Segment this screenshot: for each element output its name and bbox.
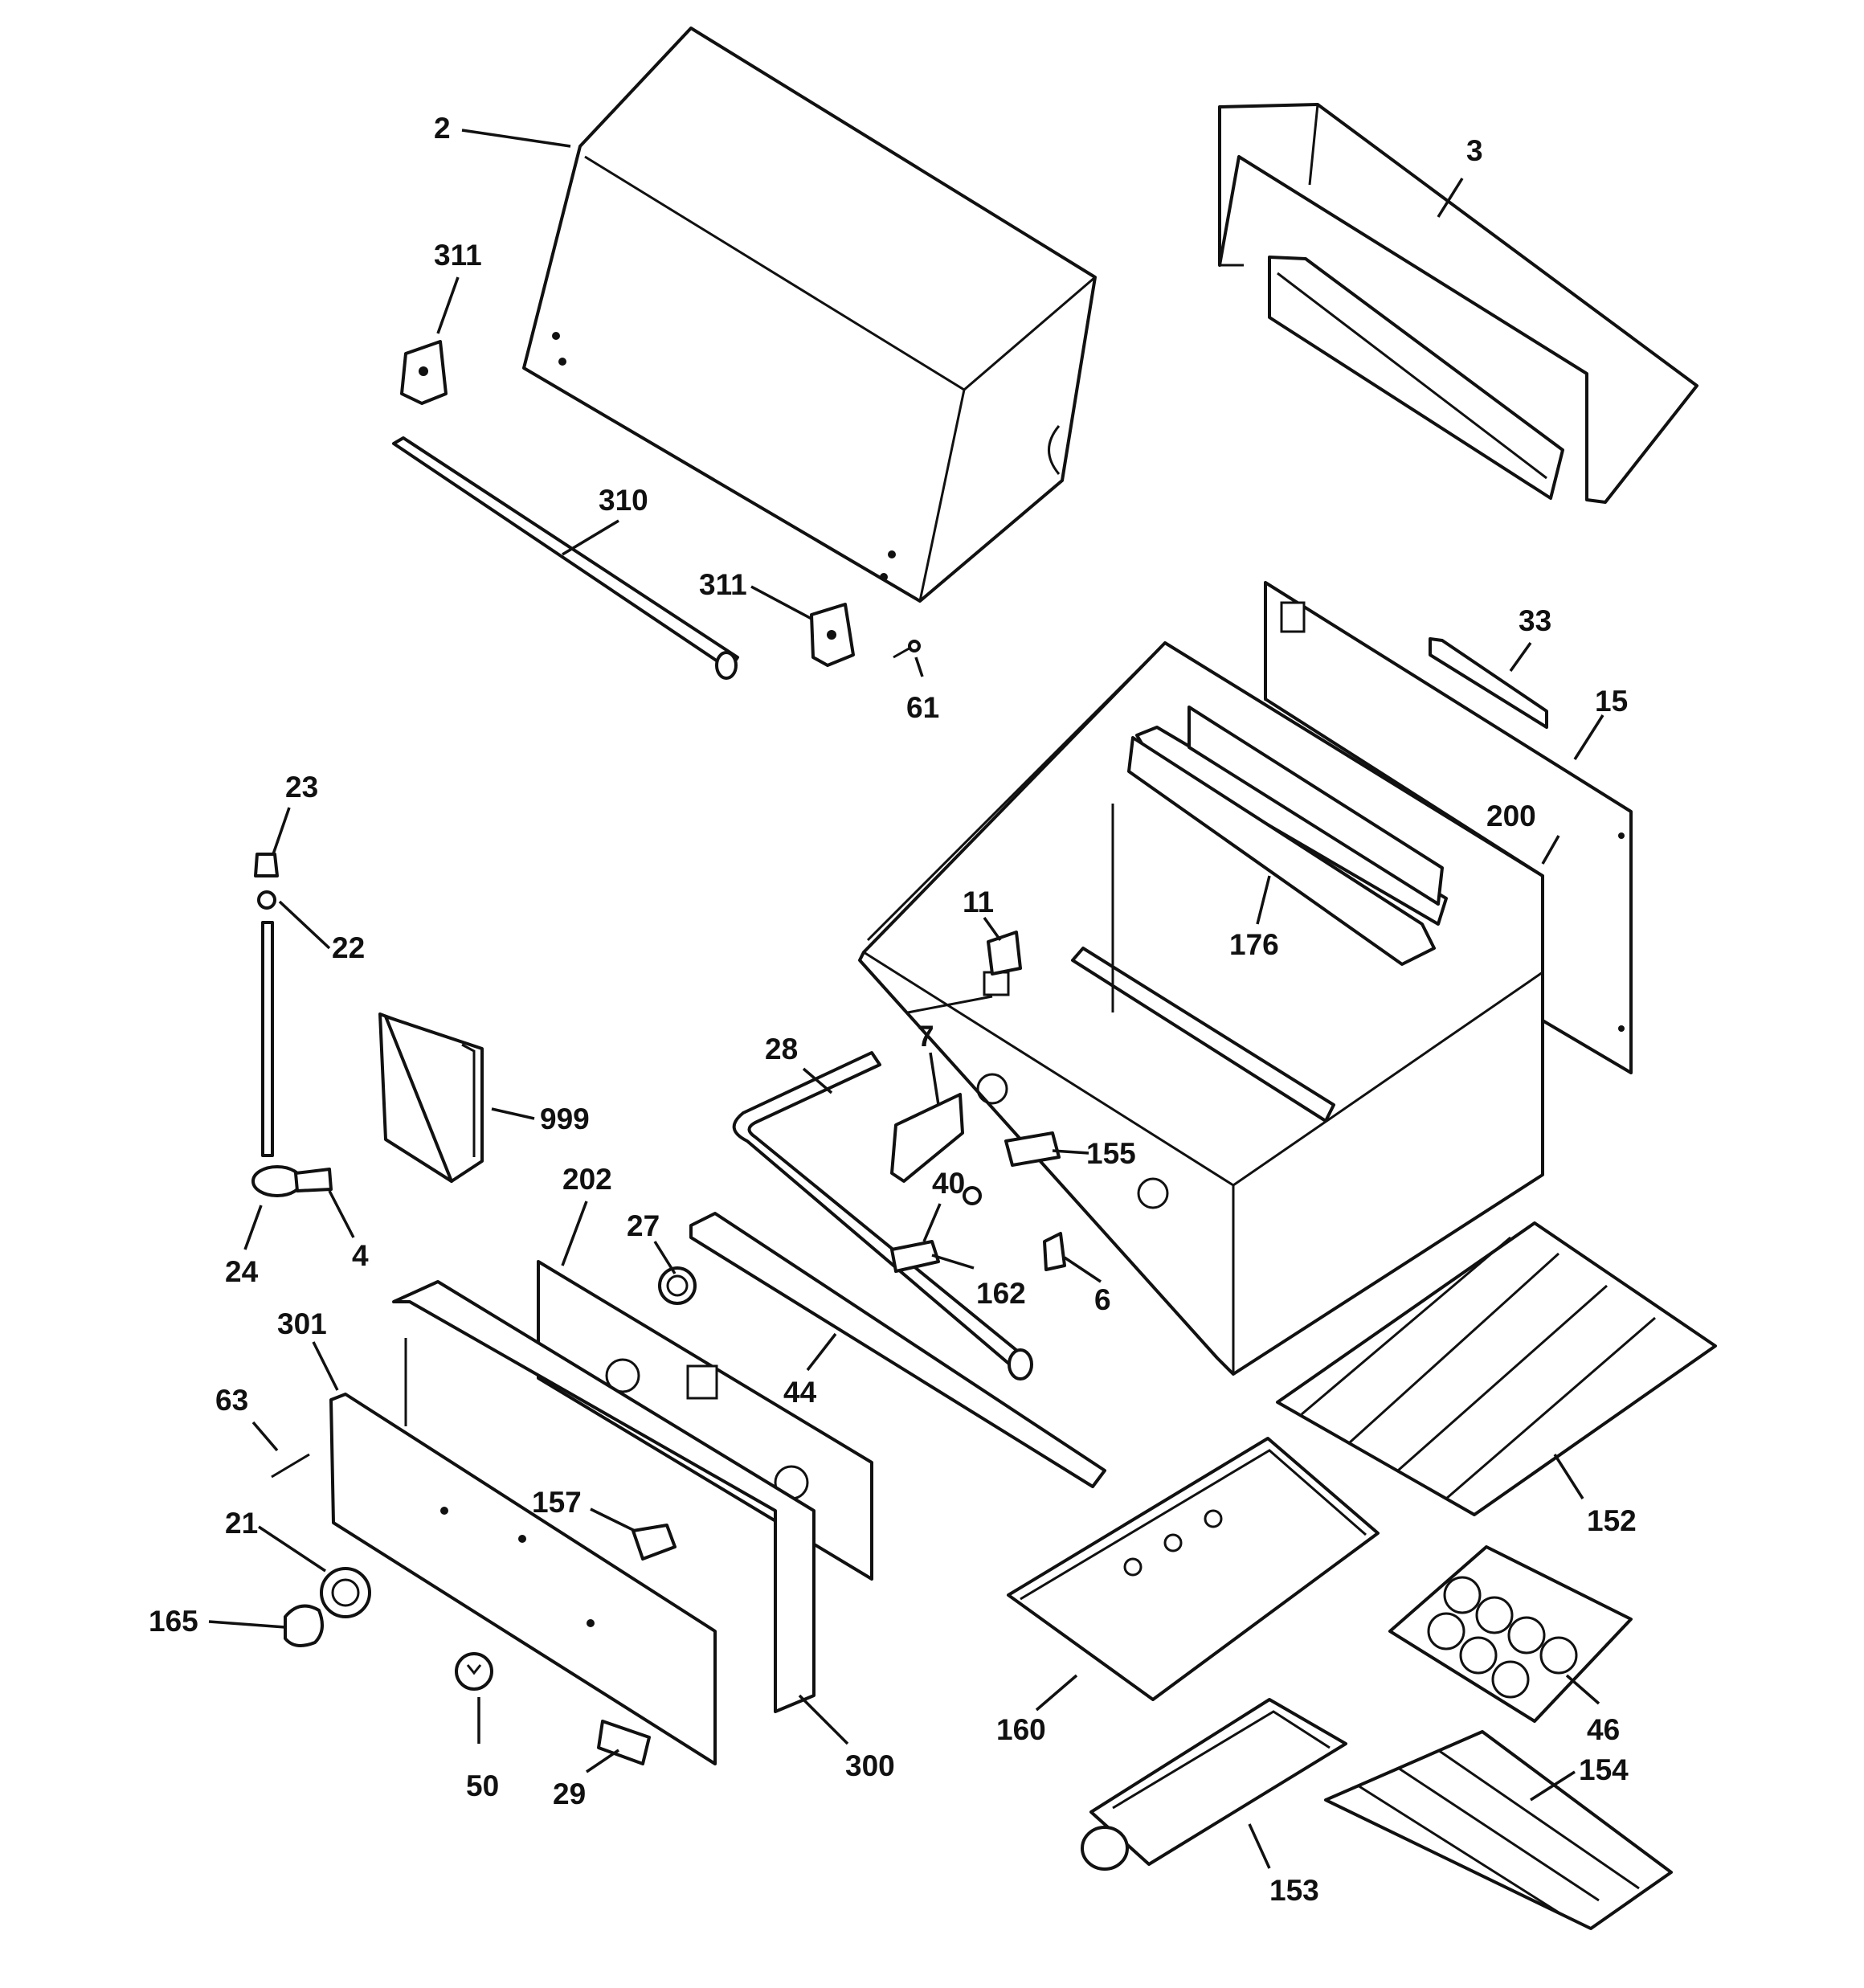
callout-200: 200 [1486, 800, 1536, 832]
hood-lid [522, 27, 1097, 603]
callout-44: 44 [783, 1376, 817, 1409]
screw-63 [271, 1453, 310, 1479]
callout-23: 23 [285, 771, 318, 804]
control-knob [284, 1604, 324, 1647]
callout-152: 152 [1587, 1504, 1637, 1537]
callout-6: 6 [1094, 1283, 1111, 1316]
handle-rod [392, 436, 739, 680]
knob-bezel [320, 1567, 371, 1618]
callout-300: 300 [845, 1749, 895, 1782]
heat-shield [1127, 736, 1436, 966]
handle-end-cap-top [400, 340, 448, 405]
gas-valve [632, 1524, 677, 1561]
callout-24: 24 [225, 1255, 259, 1288]
callout-165: 165 [149, 1605, 198, 1638]
callout-155: 155 [1086, 1137, 1136, 1170]
callout-61: 61 [906, 691, 939, 724]
callout-162: 162 [976, 1277, 1026, 1310]
callout-40: 40 [932, 1167, 965, 1200]
warming-rack [1324, 1730, 1673, 1930]
callout-28: 28 [765, 1033, 798, 1066]
callout-33: 33 [1519, 604, 1551, 637]
callout-2: 2 [434, 112, 451, 145]
leader-lines [208, 129, 1604, 1869]
callout-11: 11 [963, 886, 994, 918]
front-fascia-panel [329, 1393, 717, 1765]
callout-153: 153 [1269, 1874, 1319, 1907]
regulator-hose-assembly [251, 853, 333, 1197]
callout-21: 21 [225, 1507, 258, 1540]
callout-160: 160 [996, 1713, 1046, 1746]
screw-61 [893, 640, 921, 659]
callout-202: 202 [562, 1163, 612, 1196]
callout-50: 50 [466, 1769, 499, 1802]
burner-tube [732, 1051, 1033, 1381]
callout-15: 15 [1595, 685, 1628, 718]
callout-63: 63 [215, 1384, 248, 1417]
label-plate [597, 1720, 651, 1765]
lava-rocks [1388, 1545, 1633, 1723]
callout-311: 311 [699, 568, 747, 601]
callout-labels: 2 3 311 310 311 61 33 15 200 176 11 23 2… [149, 112, 1637, 1907]
valve-fittings [890, 931, 1066, 1273]
front-trim-bar [689, 1212, 1106, 1488]
heat-plate [1007, 1437, 1380, 1701]
callout-154: 154 [1579, 1753, 1629, 1786]
knob-50 [455, 1652, 493, 1691]
knob-sleeve [658, 1266, 697, 1305]
callout-29: 29 [553, 1777, 586, 1810]
burner [1081, 1698, 1347, 1871]
callout-7: 7 [918, 1020, 934, 1053]
callout-157: 157 [532, 1486, 582, 1519]
callout-301: 301 [277, 1307, 327, 1340]
owner-manual-booklet [378, 1012, 484, 1183]
control-panel-frame [392, 1280, 816, 1713]
callout-46: 46 [1587, 1713, 1620, 1746]
callout-27: 27 [627, 1209, 660, 1242]
callout-999: 999 [540, 1102, 590, 1135]
handle-end-cap-bottom [810, 603, 855, 667]
bracket-7 [890, 1093, 964, 1183]
callout-176: 176 [1229, 928, 1279, 961]
callout-311: 311 [434, 239, 482, 272]
rear-hood-panel [1218, 103, 1698, 504]
callout-4: 4 [352, 1239, 369, 1272]
callout-22: 22 [332, 931, 365, 964]
bracket-strip [1429, 637, 1548, 729]
grill-body [858, 641, 1544, 1376]
callout-310: 310 [599, 484, 648, 517]
callout-3: 3 [1466, 134, 1483, 167]
cooking-grate [1276, 1221, 1717, 1516]
